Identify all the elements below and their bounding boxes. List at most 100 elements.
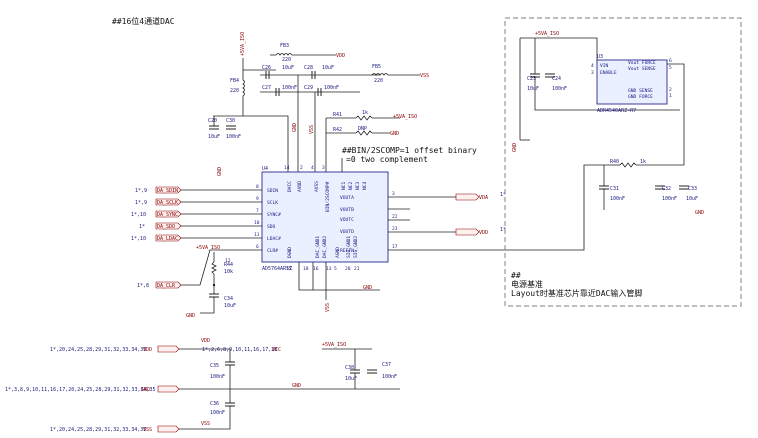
ref-note-2: 电源基准	[511, 279, 543, 289]
rail-vdd-port	[157, 345, 180, 353]
u3-pin-gnd-force: GND FORCE	[628, 94, 653, 100]
bin-note-2: =0 two complement	[346, 155, 428, 164]
net-da-sync: DA_SYNC	[157, 212, 178, 218]
pin-ldac: LDAC#	[267, 236, 281, 242]
c27-val: 100nF	[282, 85, 297, 91]
port-clr	[155, 281, 182, 289]
c30-ref: C30	[226, 118, 235, 124]
u3-pin-vout-force: Vout FORCE	[628, 60, 656, 66]
pnum-14: 14	[284, 165, 290, 171]
c33-ref: C33	[688, 186, 697, 192]
c26-ref: C26	[262, 65, 271, 71]
pin-dac-gnd2: DAC_GND2	[322, 236, 328, 258]
pin-agnd: AGND	[335, 247, 341, 258]
c23-ref: C23	[527, 76, 536, 82]
u3-pin-enable: ENABLE	[600, 70, 617, 76]
page-sdin: 1*,9	[135, 188, 147, 194]
gnd-c34-net: GND	[186, 313, 195, 319]
ref-note-3: Layout时基准芯片靠近DAC输入管脚	[511, 288, 642, 298]
c27-ref: C27	[262, 85, 271, 91]
vcc-pages: 1*,2,6,8,9,10,11,16,17,28	[202, 347, 277, 353]
pin-voutc: VOUTC	[340, 217, 354, 223]
u3-pnum-5: 5	[669, 65, 672, 71]
gnd-ref-cap-net: GND	[695, 210, 704, 216]
r44-val: 10k	[224, 269, 233, 275]
r42-ref: R42	[333, 127, 342, 133]
vss-bottom-net: VSS	[325, 303, 331, 312]
c23-val: 10uF	[527, 86, 539, 92]
r40-ref: R40	[610, 159, 619, 165]
avdd-top-net: +5VA_ISO	[240, 32, 246, 56]
u3-ref: U3	[597, 54, 603, 60]
c33-val: 10uF	[686, 196, 698, 202]
pin-dgnd: DGND	[287, 247, 293, 258]
fb3-coil	[275, 53, 293, 56]
u3-pin-vout-sense: Vout SENSE	[628, 66, 656, 72]
pnum-6: 6	[256, 244, 259, 250]
reference-region	[504, 17, 742, 307]
fb5-val: 220	[374, 78, 383, 84]
pnum-22: 22	[392, 214, 398, 220]
pin-nc1: NC1	[341, 181, 347, 190]
vss-vert-net: VSS	[309, 125, 315, 134]
u4-body	[261, 171, 389, 263]
pin-sig-gnd2: SIG_GND2	[353, 236, 359, 258]
c37-val: 100nF	[382, 374, 397, 380]
pin-nc2: NC2	[348, 181, 354, 190]
pnum-3r: 3	[392, 191, 395, 197]
c36-val: 100nF	[210, 410, 225, 416]
pin-sync: SYNC#	[267, 212, 281, 218]
pin-voutb: VOUTB	[340, 207, 354, 213]
u3-pnum-2: 2	[669, 87, 672, 93]
port-vdd	[455, 228, 480, 236]
gnd-bottom-net: GND	[363, 285, 372, 291]
wire-clr	[180, 249, 262, 286]
port-ldac	[155, 234, 182, 242]
pnum-18: 18	[303, 266, 309, 272]
fb4-val: 220	[230, 88, 239, 94]
wire-gnd-bottom	[298, 262, 380, 291]
r41-val: 1k	[362, 110, 368, 116]
pnum-2: 2	[300, 165, 303, 171]
c34-ref: C34	[224, 296, 233, 302]
net-vdd-out: VDD	[479, 230, 488, 236]
page-vda: 1*	[500, 192, 506, 198]
fb4-ref: FB4	[230, 78, 239, 84]
u4-part: AD5764ARSZ	[262, 266, 292, 272]
r44-body	[211, 261, 217, 275]
vdd-net-top: VDD	[336, 53, 345, 59]
page-ldac: 1*,10	[131, 236, 146, 242]
port-sdin	[155, 186, 182, 194]
fb3-val: 220	[282, 57, 291, 63]
pnum-3: 3	[322, 165, 325, 171]
c34-wire-bot	[200, 297, 215, 314]
pin-sclk: SCLK	[267, 200, 278, 206]
r44-ref: R44	[224, 262, 233, 268]
c30-val: 100nF	[226, 134, 241, 140]
c23-c24-bot	[534, 77, 680, 111]
rail-vdd-net: VDD	[143, 347, 152, 353]
pin-sdo: SDO	[267, 224, 276, 230]
c35-val: 100nF	[210, 374, 225, 380]
fb5-coil	[371, 73, 389, 76]
pnum-7: 7	[256, 208, 259, 214]
net-da-sdo: DA_SDO	[157, 224, 175, 230]
page-sdo: 1*	[139, 224, 145, 230]
pin-nc3: NC3	[355, 181, 361, 190]
c26-val: 10uF	[282, 65, 294, 71]
pnum-9: 9	[256, 196, 259, 202]
pnum-16: 16	[313, 266, 319, 272]
pin-refin: REFIN	[340, 248, 354, 254]
port-sclk	[155, 198, 182, 206]
pnum-17: 17	[392, 244, 398, 250]
avdd-ref-net: +5VA_ISO	[535, 31, 559, 37]
gnd-c20-net: GND	[217, 167, 223, 176]
pin-avss: AVSS	[314, 181, 320, 192]
pin-voutd: VOUTD	[340, 229, 354, 235]
page-sclk: 1*,9	[135, 200, 147, 206]
c36-ref: C36	[210, 401, 219, 407]
pin-dvcc: DVCC	[287, 181, 293, 192]
r42-body	[355, 130, 373, 136]
c31-val: 100nF	[610, 196, 625, 202]
rail-gnd-pages: 1*,3,8,9,10,11,16,17,20,24,25,28,29,31,3…	[5, 387, 156, 393]
